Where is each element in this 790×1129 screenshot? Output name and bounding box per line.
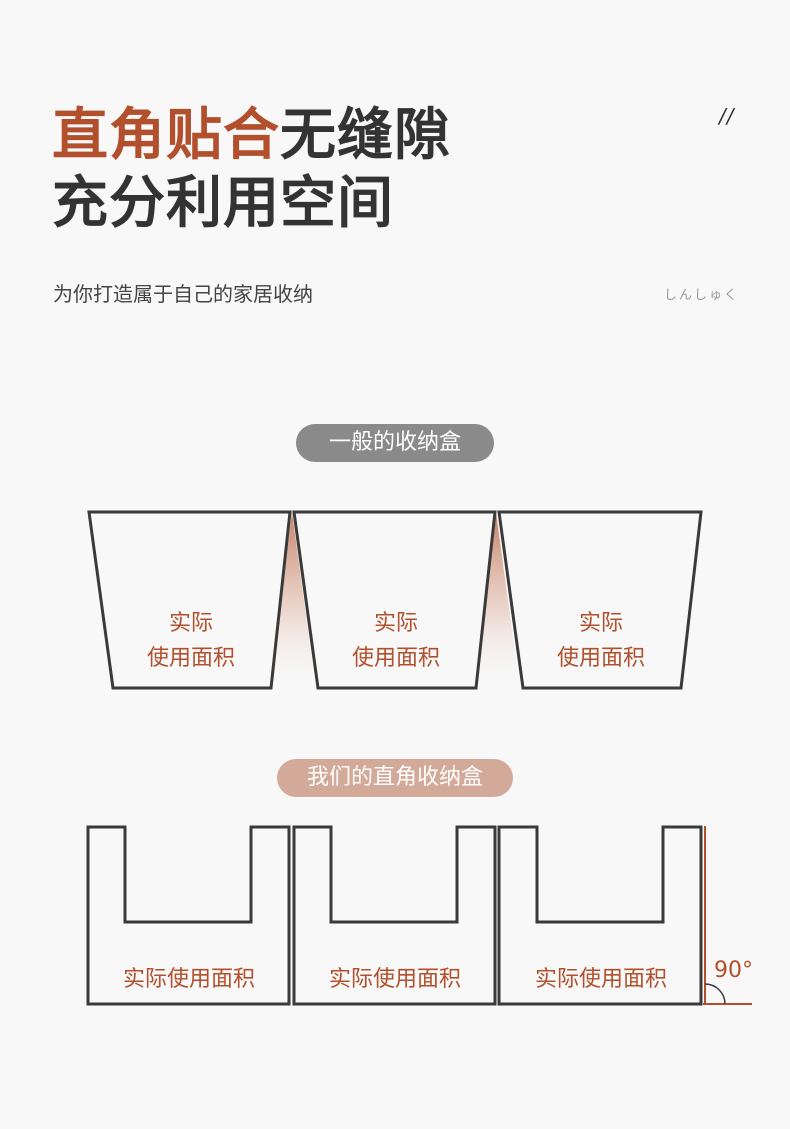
angle-arc: [704, 983, 726, 1005]
angle-label: 90°: [714, 958, 753, 983]
tapered-box-3-label-line2: 使用面积: [557, 646, 645, 671]
tapered-box-3-label-line1: 实际: [579, 611, 623, 636]
tapered-box-2: [292, 510, 497, 690]
tapered-box-1-label-line2: 使用面积: [147, 646, 235, 671]
right-angle-box-3-label: 实际使用面积: [535, 967, 667, 992]
wasted-gap-2: [476, 512, 520, 690]
headline-accent: 直角贴合: [52, 103, 280, 168]
general-box-pill: 一般的收纳盒: [296, 424, 494, 462]
right-angle-box-1: [86, 825, 291, 1006]
tapered-box-1-label-line1: 实际: [169, 611, 213, 636]
headline-rest: 无缝隙: [280, 103, 451, 168]
right-angle-box-pill: 我们的直角收纳盒: [277, 759, 513, 797]
right-angle-box-3: [497, 825, 703, 1006]
tapered-box-1: [87, 510, 292, 690]
subtitle: 为你打造属于自己的家居收纳: [53, 282, 313, 306]
right-angle-box-2: [292, 825, 497, 1006]
wasted-gap-1: [270, 512, 316, 690]
decorative-slash: //: [719, 104, 735, 128]
tapered-box-2-label-line1: 实际: [374, 611, 418, 636]
tapered-box-2-label-line2: 使用面积: [352, 646, 440, 671]
headline-line-2: 充分利用空间: [52, 171, 394, 236]
right-angle-box-2-label: 实际使用面积: [329, 967, 461, 992]
decorative-kana: しんしゅく: [664, 288, 740, 303]
headline-line-1: 直角贴合无缝隙: [52, 108, 451, 164]
right-angle-box-1-label: 实际使用面积: [123, 967, 255, 992]
tapered-box-3: [497, 510, 703, 690]
